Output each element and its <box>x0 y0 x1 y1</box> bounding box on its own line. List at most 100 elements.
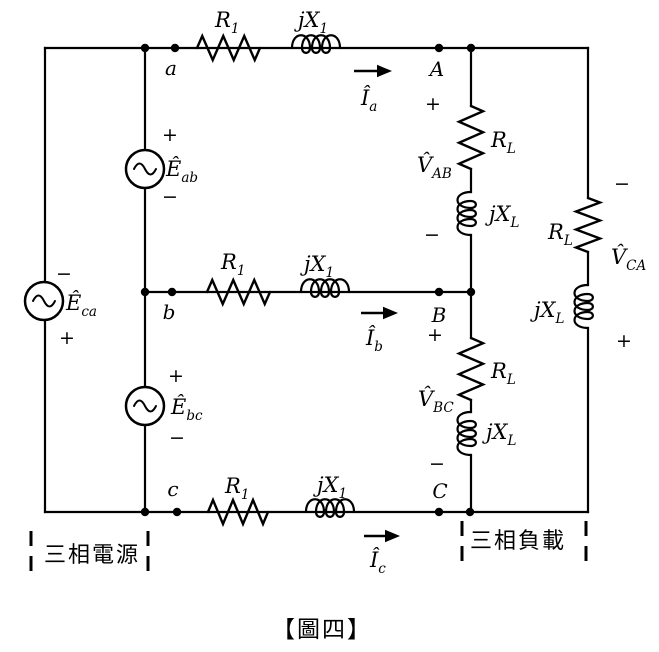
polarity-plus-vbc: + <box>427 324 443 346</box>
label-sub: L <box>506 141 516 157</box>
sine-icon <box>32 294 56 308</box>
sine-icon <box>133 399 157 413</box>
label-sub: 1 <box>231 21 240 37</box>
polarity-minus-eab: − <box>162 186 178 208</box>
resistor-r1-line-a <box>195 33 262 63</box>
label-sub: L <box>506 433 516 449</box>
node-label-c: c <box>167 477 178 501</box>
polarity-minus-vca: − <box>614 173 630 195</box>
label-main: Ê <box>65 291 81 315</box>
region-label-load: 三相負載 <box>470 529 566 554</box>
node-dot <box>140 287 150 297</box>
label-voltage-vab: V̂AB <box>417 153 452 182</box>
node-dot-A <box>434 43 444 53</box>
polarity-minus-eca: − <box>56 263 72 285</box>
label-source-ebc: Êbc <box>170 395 203 424</box>
label-rl-branch-bc: RL <box>490 359 516 388</box>
node-dot-B <box>434 287 444 297</box>
label-current-ib: Îb <box>365 326 383 355</box>
label-sub: bc <box>186 408 203 424</box>
node-dot-a <box>170 43 180 53</box>
label-sub: L <box>554 311 564 327</box>
label-main: Î <box>360 86 371 110</box>
label-sub: BC <box>432 400 454 416</box>
label-sub: L <box>563 233 573 249</box>
label-sub: AB <box>430 166 452 182</box>
label-jxl-branch-bc: jXL <box>482 420 516 449</box>
label-sub: 1 <box>241 487 250 503</box>
label-r1-line-a: R1 <box>214 8 239 37</box>
label-main: jX <box>300 252 327 276</box>
label-main: V̂ <box>418 387 435 411</box>
polarity-plus-eab: + <box>162 124 178 146</box>
label-jxl-branch-ca: jXL <box>530 298 564 327</box>
label-rl-branch-ca: RL <box>547 220 573 249</box>
label-main: R <box>490 128 507 152</box>
node-dot <box>140 43 150 53</box>
inductor-jxl-branch-ab <box>456 190 477 237</box>
resistor-r1-line-c <box>206 496 270 528</box>
region-label-source: 三相電源 <box>44 543 140 568</box>
label-main: Ê <box>165 157 181 181</box>
node-label-A: A <box>428 57 444 81</box>
label-r1-line-c: R1 <box>224 474 249 503</box>
label-rl-branch-ab: RL <box>490 128 516 157</box>
label-sub: a <box>369 99 377 115</box>
node-label-B: B <box>431 303 447 327</box>
inductor-jxl-branch-bc <box>456 410 477 457</box>
label-source-eab: Êab <box>165 157 198 186</box>
label-jx1-line-b: jX1 <box>300 252 334 281</box>
label-main: jX <box>530 298 557 322</box>
arrowhead-icon <box>377 64 392 78</box>
label-main: R <box>214 8 231 32</box>
label-main: Î <box>369 548 380 572</box>
node-label-a: a <box>165 56 177 80</box>
node-label-C: C <box>432 479 447 503</box>
node-dot <box>465 507 475 517</box>
label-main: R <box>224 474 241 498</box>
polarity-minus-vbc: − <box>429 453 445 475</box>
inductor-jx1-line-a <box>290 34 342 54</box>
arrowhead-icon <box>383 306 398 320</box>
inductor-jx1-line-b <box>299 278 351 298</box>
resistor-r1-line-b <box>205 277 272 307</box>
label-sub: 1 <box>237 263 246 279</box>
label-voltage-vbc: V̂BC <box>418 387 454 416</box>
label-main: R <box>490 359 507 383</box>
polarity-minus-vab: − <box>424 224 440 246</box>
label-main: V̂ <box>611 245 628 269</box>
node-dot-C <box>434 507 444 517</box>
label-sub: 1 <box>319 21 328 37</box>
polarity-plus-vab: + <box>425 93 441 115</box>
resistor-rl-branch-bc <box>455 336 487 402</box>
label-main: Î <box>365 326 376 350</box>
polarity-plus-vca: + <box>616 330 632 352</box>
label-sub: L <box>509 215 519 231</box>
label-main: Ê <box>170 395 186 419</box>
polarity-plus-eca: + <box>59 327 75 349</box>
label-main: V̂ <box>417 153 434 177</box>
label-main: R <box>547 220 564 244</box>
resistor-rl-branch-ab <box>456 104 486 171</box>
label-jx1-line-c: jX1 <box>313 473 347 502</box>
node-dot-b <box>167 287 177 297</box>
label-sub: ca <box>81 304 97 320</box>
label-sub: b <box>374 339 383 355</box>
label-sub: 1 <box>338 486 347 502</box>
inductor-jx1-line-c <box>304 498 356 518</box>
label-current-ic: Îc <box>369 548 386 577</box>
node-dot <box>466 287 476 297</box>
label-sub: L <box>506 372 516 388</box>
node-dot <box>466 43 476 53</box>
label-sub: ab <box>181 170 198 186</box>
node-dot-c <box>172 507 182 517</box>
label-main: R <box>220 250 237 274</box>
polarity-plus-ebc: + <box>168 365 184 387</box>
label-main: jX <box>482 420 509 444</box>
arrowhead-icon <box>385 529 400 543</box>
label-sub: 1 <box>325 265 334 281</box>
figure-caption: 【圖四】 <box>272 617 372 643</box>
label-jxl-branch-ab: jXL <box>485 202 519 231</box>
